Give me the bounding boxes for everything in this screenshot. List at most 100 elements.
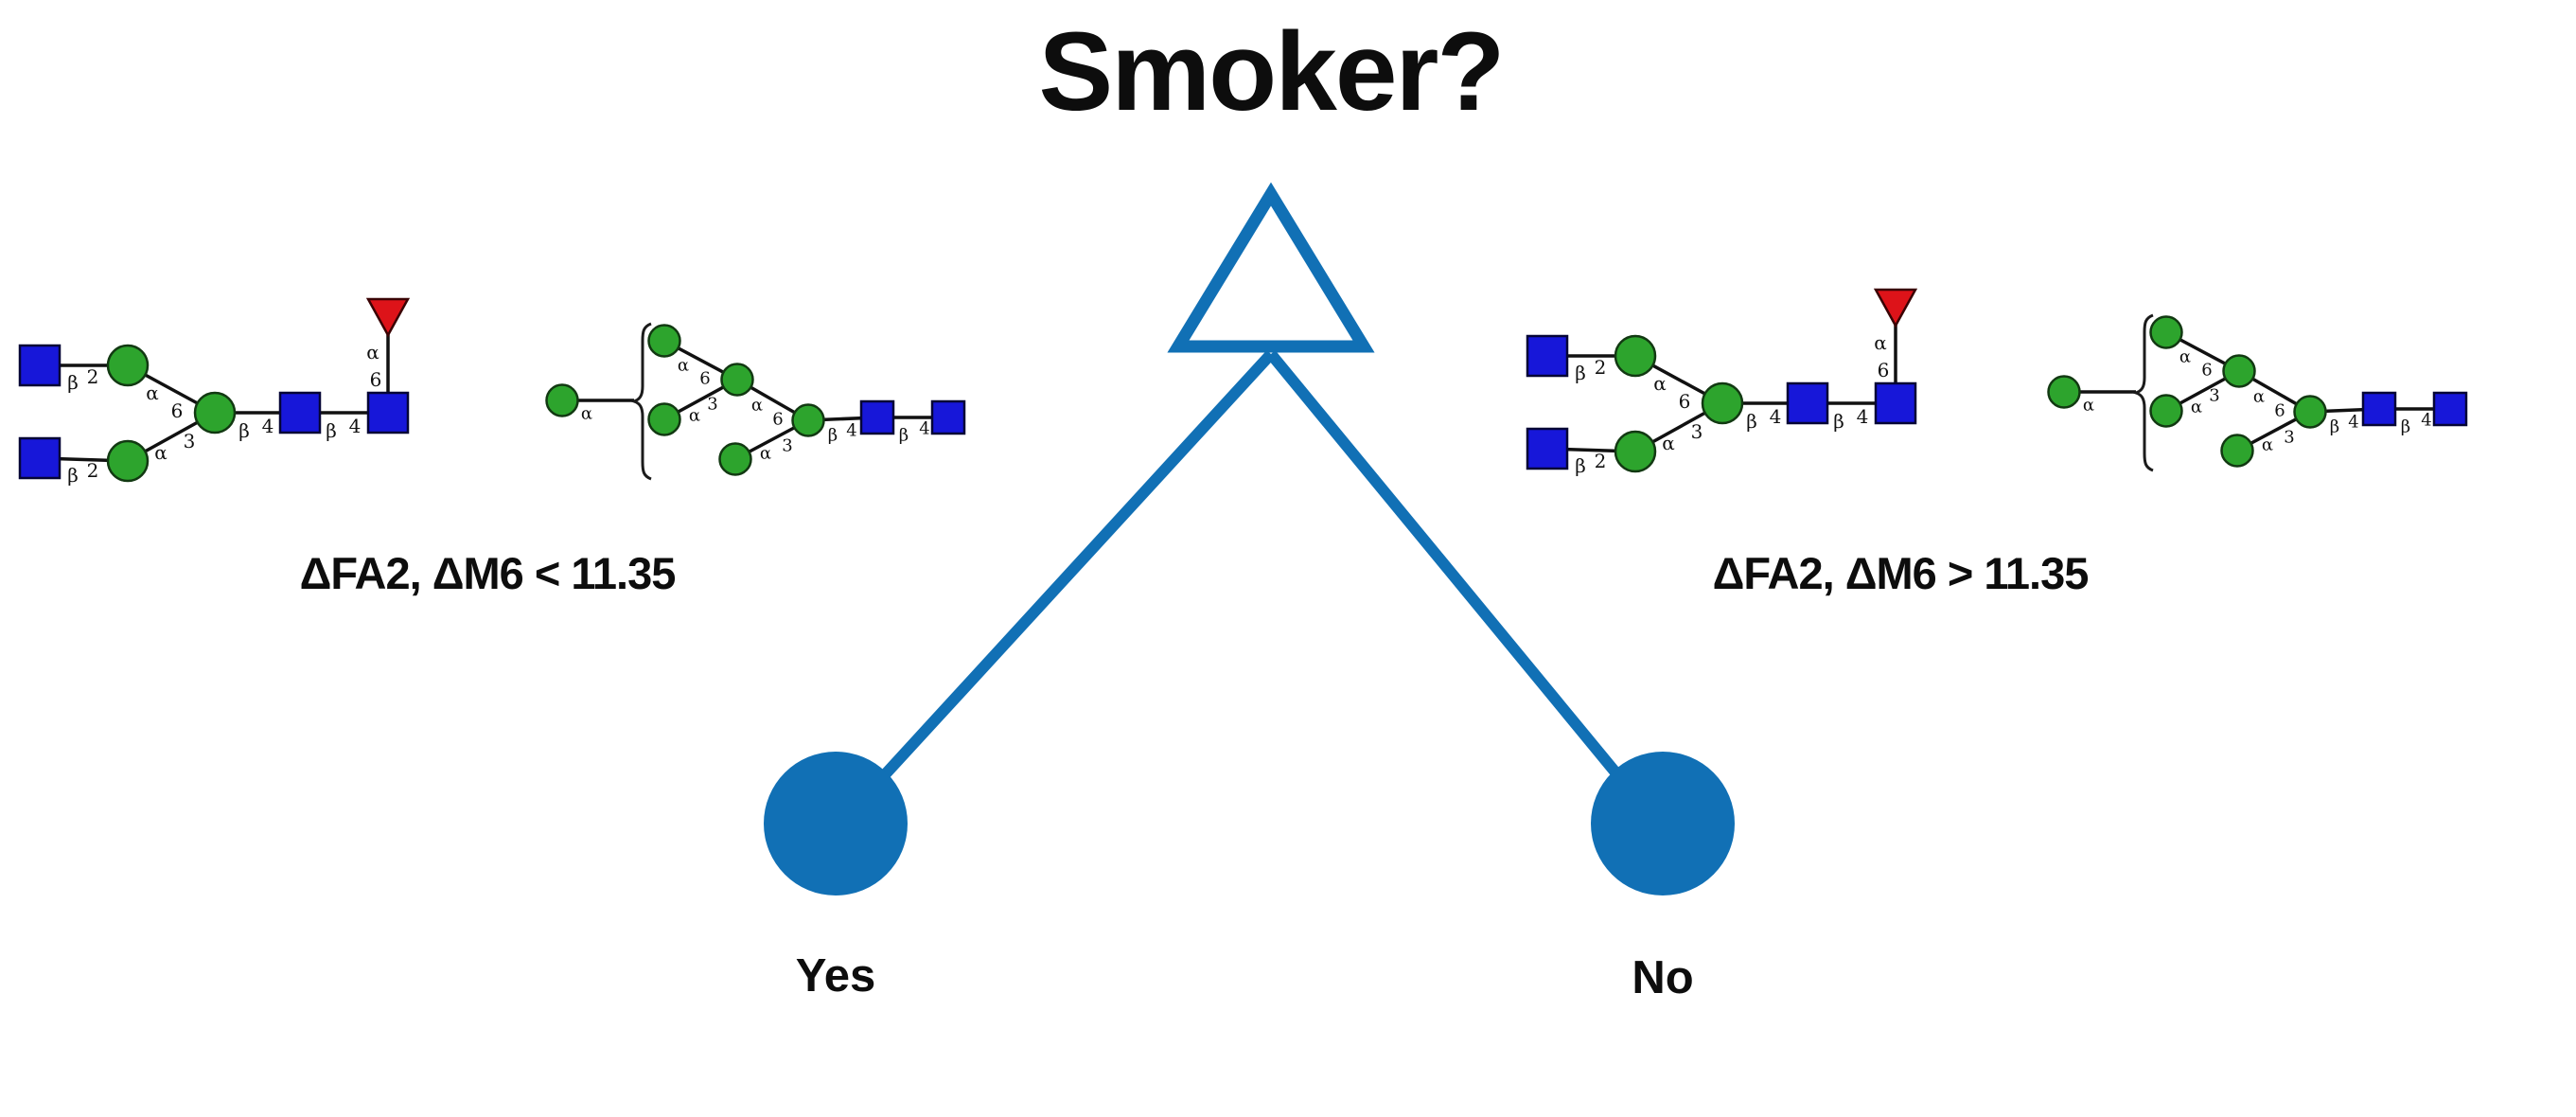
linkage-label: 6 — [171, 399, 184, 422]
linkage-label: α — [1653, 372, 1667, 395]
linkage-label: β — [326, 419, 337, 442]
brace — [629, 322, 652, 481]
branch-line-yes — [842, 349, 1276, 821]
linkage-label: 6 — [2201, 361, 2212, 381]
linkage-label: α — [689, 406, 700, 426]
mannose-circle — [545, 383, 579, 417]
mannose-circle — [647, 402, 681, 436]
glcnac-square — [930, 399, 966, 435]
mannose-circle — [2222, 354, 2256, 388]
mannose-circle — [2220, 434, 2254, 468]
linkage-label: 4 — [349, 415, 362, 437]
mannose-circle — [1701, 381, 1744, 425]
linkage-label: β — [2330, 417, 2339, 437]
linkage-label: α — [2253, 387, 2265, 407]
mannose-circle — [2149, 394, 2183, 428]
mannose-circle — [720, 363, 754, 397]
linkage-label: α — [146, 381, 159, 404]
linkage-label: β — [2401, 417, 2410, 437]
glycan-m6-left: α α 6 α 3 α 6 α 3 β 4 β 4 — [545, 322, 966, 481]
linkage-label: α — [1662, 432, 1675, 454]
mannose-circle — [1614, 430, 1657, 473]
glycan-fa2-right: β 2 β 2 α 6 α 3 β 4 β 4 α 6 — [1526, 288, 1918, 477]
leaf-node-yes — [764, 752, 908, 895]
linkage-label: α — [154, 441, 168, 464]
linkage-label: α — [760, 444, 771, 464]
linkage-label: 6 — [699, 369, 710, 389]
linkage-label: 3 — [2209, 386, 2219, 406]
glycan-m6-right: α α 6 α 3 α 6 α 3 β 4 β 4 — [2047, 313, 2468, 472]
leaf-node-no — [1591, 752, 1735, 895]
mannose-circle — [2149, 315, 2183, 349]
linkage-label: 4 — [1857, 405, 1869, 428]
linkage-label: 6 — [370, 368, 382, 391]
mannose-circle — [791, 403, 825, 437]
linkage-label: β — [1575, 362, 1586, 384]
fucose-triangle — [365, 297, 411, 338]
linkage-label: β — [828, 426, 838, 446]
condition-label-left: ΔFA2, ΔM6 < 11.35 — [299, 548, 677, 598]
glcnac-square — [2432, 391, 2468, 427]
linkage-label: 2 — [87, 365, 99, 388]
linkage-label: 2 — [1595, 450, 1607, 472]
linkage-label: 3 — [707, 395, 717, 415]
mannose-circle — [718, 442, 752, 476]
linkage-label: β — [238, 419, 250, 442]
linkage-label: β — [1575, 454, 1586, 477]
linkage-label: 2 — [87, 459, 99, 482]
glcnac-square — [366, 391, 410, 434]
linkage-label: 2 — [1595, 356, 1607, 379]
linkage-label: α — [751, 396, 763, 416]
glycan-fa2-left: β 2 β 2 α 6 α 3 β 4 β 4 α 6 — [18, 297, 411, 487]
glcnac-square — [1526, 334, 1569, 378]
glcnac-square — [278, 391, 322, 434]
answer-label-no: No — [1632, 952, 1694, 1003]
linkage-label: 4 — [2348, 413, 2358, 433]
linkage-label: 6 — [1878, 359, 1890, 381]
linkage-label: α — [1874, 331, 1887, 354]
condition-label-right: ΔFA2, ΔM6 > 11.35 — [1712, 548, 2090, 598]
linkage-label: 6 — [1679, 390, 1691, 413]
linkage-label: 4 — [846, 421, 856, 441]
mannose-circle — [106, 344, 150, 387]
linkage-label: α — [366, 341, 379, 363]
linkage-label: 4 — [2421, 411, 2431, 431]
mannose-circle — [1614, 334, 1657, 378]
glcnac-square — [1786, 381, 1829, 425]
glcnac-square — [1874, 381, 1917, 425]
glcnac-square — [18, 344, 62, 387]
linkage-label: 6 — [772, 410, 783, 430]
mannose-circle — [647, 324, 681, 358]
linkage-label: β — [1746, 410, 1757, 433]
linkage-label: β — [67, 464, 79, 487]
mannose-circle — [106, 439, 150, 483]
linkage-label: β — [67, 371, 79, 394]
glcnac-square — [1526, 427, 1569, 470]
branch-line-no — [1266, 350, 1656, 820]
glcnac-square — [2361, 391, 2397, 427]
brace — [2131, 313, 2154, 472]
linkage-label: 6 — [2274, 401, 2285, 421]
linkage-label: 3 — [2284, 428, 2294, 448]
linkage-label: 3 — [782, 436, 792, 456]
linkage-label: α — [581, 404, 592, 424]
mannose-circle — [2293, 395, 2327, 429]
glcnac-square — [18, 436, 62, 480]
answer-label-yes: Yes — [795, 950, 876, 1002]
root-node-triangle — [1167, 182, 1375, 353]
linkage-label: 3 — [184, 430, 196, 452]
mannose-circle — [2047, 375, 2081, 409]
linkage-label: β — [1833, 410, 1844, 433]
glcnac-square — [859, 399, 895, 435]
fucose-triangle — [1873, 288, 1918, 328]
linkage-label: α — [2262, 435, 2273, 455]
linkage-label: α — [678, 356, 689, 376]
linkage-label: 3 — [1691, 420, 1703, 443]
linkage-label: α — [2179, 347, 2191, 367]
mannose-circle — [193, 391, 237, 434]
linkage-label: α — [2083, 396, 2094, 416]
linkage-label: 4 — [262, 415, 274, 437]
linkage-label: 4 — [1770, 405, 1782, 428]
